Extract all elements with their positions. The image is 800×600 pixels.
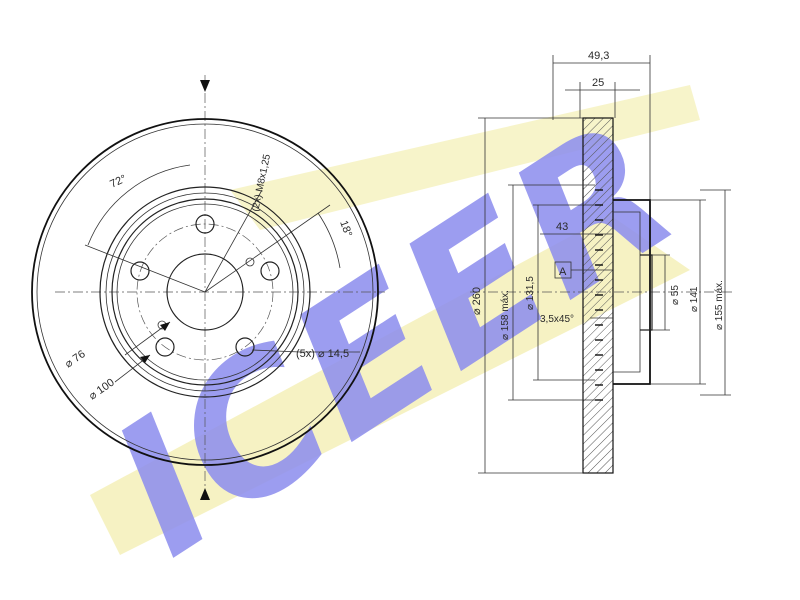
depth-43-label: 43 <box>556 221 568 233</box>
holes-label: (5x) ⌀ 14,5 <box>296 348 349 360</box>
angle-arc-18 <box>317 212 341 269</box>
bolt-hole <box>155 337 175 357</box>
width-25-label: 25 <box>592 77 604 89</box>
front-view: 72° 18° (2x) M8x1,25 ⌀ 76 ⌀ 100 (5x) ⌀ 1… <box>31 75 385 500</box>
disc-outer-edge <box>31 118 379 466</box>
friction-ring-inner <box>99 186 311 398</box>
leader-holes <box>251 349 301 353</box>
dia-158-label: ⌀ 158 máx. <box>500 290 511 340</box>
datum-label: A <box>559 266 567 278</box>
hat-outer-2 <box>116 203 294 381</box>
front-view-arrow-bottom <box>200 488 210 500</box>
width-49-label: 49,3 <box>588 50 609 62</box>
hat-inner <box>613 211 641 373</box>
threaded-hole <box>245 257 255 267</box>
dia-155-label: ⌀ 155 máx. <box>714 280 725 330</box>
hub-bore <box>640 254 653 331</box>
dia-76-label: ⌀ 76 <box>63 348 88 370</box>
vent-slots <box>595 189 603 401</box>
radial-line-thread <box>204 189 263 293</box>
dia-131-label: ⌀ 131,5 <box>525 276 536 310</box>
radial-line-72 <box>84 244 206 293</box>
side-view: 49,3 25 ⌀ 260 ⌀ 158 máx. ⌀ 13 <box>470 50 735 474</box>
dia-260-label: ⌀ 260 <box>471 287 483 315</box>
angle-arc-72 <box>87 164 191 246</box>
angle-72-label: 72° <box>108 173 128 191</box>
bolt-hole <box>260 261 280 281</box>
angle-18-label: 18° <box>337 219 354 239</box>
chamfer-label: 3,5x45° <box>540 314 574 325</box>
bolt-hole <box>130 261 150 281</box>
brand-watermark: ICEER <box>76 78 713 597</box>
disc-outer-edge-inner <box>36 123 374 461</box>
bolt-hole <box>235 337 255 357</box>
center-bore <box>166 253 244 331</box>
arrow-dia76 <box>160 322 170 331</box>
friction-ring-inner-2 <box>105 192 305 392</box>
radial-line-18 <box>204 204 331 293</box>
bolt-hole <box>195 214 215 234</box>
arrow-dia100 <box>140 355 150 363</box>
front-view-arrow-top <box>200 80 210 92</box>
hat-outer <box>111 198 299 386</box>
logo-stripe <box>90 215 690 555</box>
dia-141-label: ⌀ 141 <box>689 286 700 312</box>
hat-section <box>613 199 651 385</box>
bolt-circle <box>136 223 274 361</box>
dia-55-label: ⌀ 55 <box>670 285 681 305</box>
